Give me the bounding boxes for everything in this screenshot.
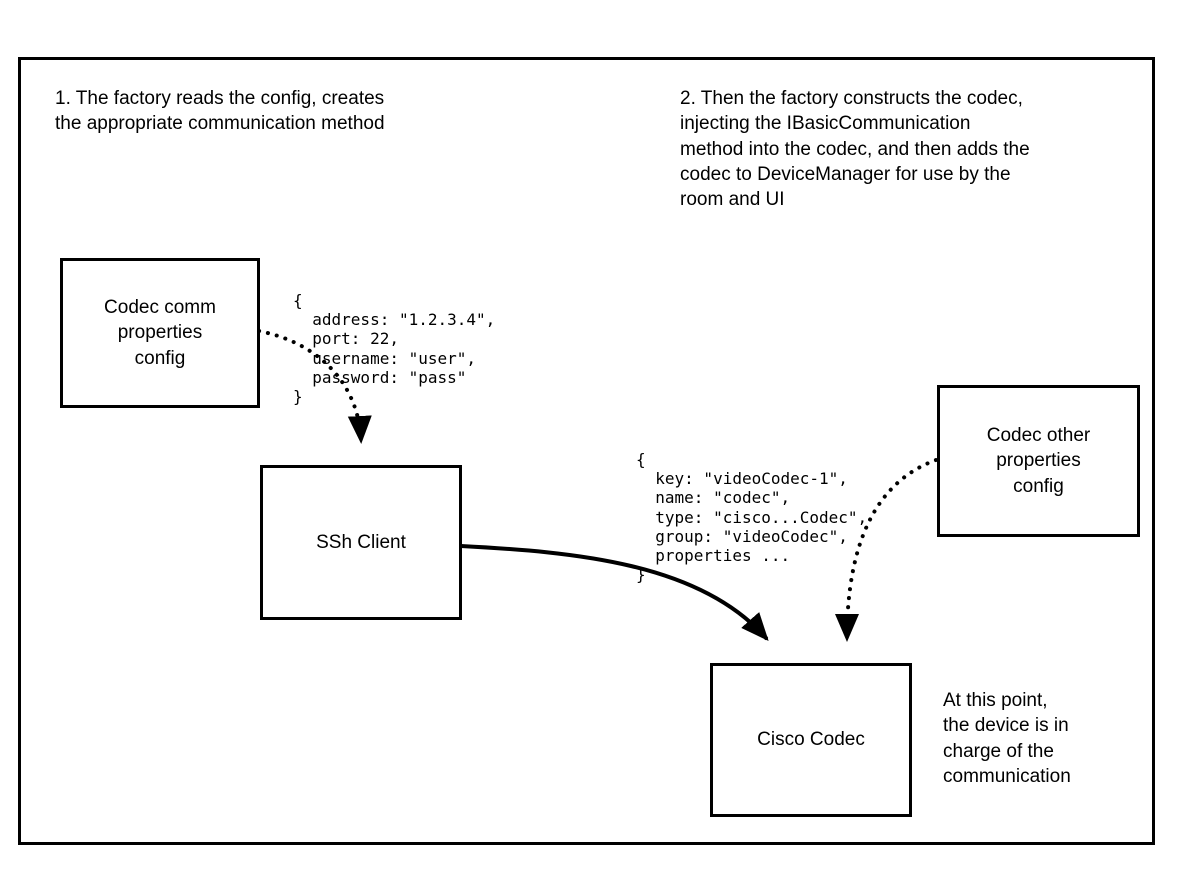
box-codec-other-label: Codec other properties config — [986, 424, 1091, 497]
diagram-border — [18, 57, 1155, 845]
box-codec-comm-label: Codec comm properties config — [104, 296, 216, 369]
box-ssh-client: SSh Client — [260, 465, 462, 620]
code-comm-properties: { address: "1.2.3.4", port: 22, username… — [293, 291, 496, 406]
box-codec-other-config: Codec other properties config — [937, 385, 1140, 537]
box-cisco-codec: Cisco Codec — [710, 663, 912, 817]
code-codec-properties: { key: "videoCodec-1", name: "codec", ty… — [636, 450, 868, 585]
note-step2: 2. Then the factory constructs the codec… — [680, 88, 1030, 211]
note-final: At this point, the device is in charge o… — [943, 690, 1071, 787]
box-ssh-client-label: SSh Client — [316, 531, 406, 553]
box-codec-comm-config: Codec comm properties config — [60, 258, 260, 408]
note-step1: 1. The factory reads the config, creates… — [55, 88, 385, 135]
box-cisco-codec-label: Cisco Codec — [757, 729, 865, 751]
